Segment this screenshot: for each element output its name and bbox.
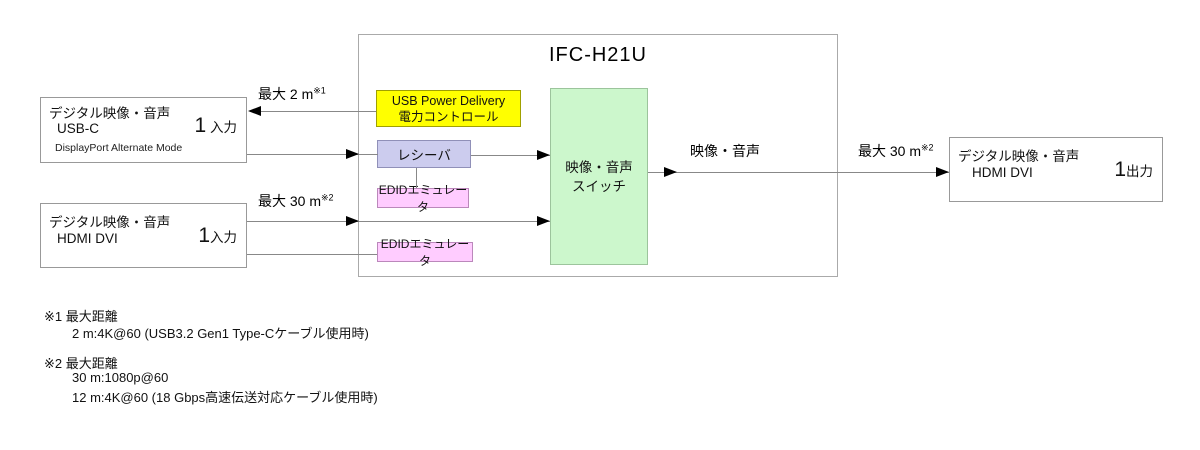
line-receiver-to-switch bbox=[471, 155, 550, 156]
av-switch-block: 映像・音声 スイッチ bbox=[550, 88, 648, 265]
label-video-audio: 映像・音声 bbox=[690, 143, 760, 159]
footnote-2-line-2: 12 m:4K@60 (18 Gbps高速伝送対応ケーブル使用時) bbox=[72, 390, 378, 405]
output-type-label: デジタル映像・音声 bbox=[958, 149, 1080, 164]
hdmi-input-count: 1入力 bbox=[198, 224, 237, 247]
arrowhead-hdmi-switch bbox=[537, 216, 550, 226]
edid-emulator-block-2: EDIDエミュレータ bbox=[377, 237, 473, 268]
input-box-usb-c: デジタル映像・音声 USB-C 1 入力 DisplayPort Alterna… bbox=[40, 97, 247, 163]
usb-alt-mode-note: DisplayPort Alternate Mode bbox=[55, 142, 183, 154]
line-hdmi-to-switch bbox=[247, 221, 550, 222]
device-title: IFC-H21U bbox=[548, 44, 647, 66]
line-receiver-to-edid1 bbox=[416, 168, 417, 188]
arrowhead-usb-border bbox=[346, 149, 359, 159]
usb-port-label: USB-C bbox=[57, 121, 100, 136]
label-max-30m-output: 最大 30 m※2 bbox=[858, 142, 934, 159]
footnote-1-heading: ※1 最大距離 bbox=[44, 309, 118, 324]
usb-type-label: デジタル映像・音声 bbox=[49, 106, 171, 121]
footnote-2-line-1: 30 m:1080p@60 bbox=[72, 370, 169, 385]
output-port-label: HDMI DVI bbox=[972, 165, 1033, 180]
hdmi-type-label: デジタル映像・音声 bbox=[49, 215, 171, 230]
label-max-30m-input: 最大 30 m※2 bbox=[258, 192, 334, 209]
usb-power-delivery-block: USB Power Delivery 電力コントロール bbox=[376, 90, 521, 127]
arrowhead-left-usb bbox=[248, 106, 261, 116]
line-switch-to-output bbox=[648, 172, 949, 173]
edid-emulator-block-1: EDIDエミュレータ bbox=[377, 183, 469, 214]
hdmi-port-label: HDMI DVI bbox=[57, 231, 118, 246]
arrowhead-switch-out bbox=[664, 167, 677, 177]
line-usb-to-receiver bbox=[247, 154, 378, 155]
line-pd-to-usb bbox=[250, 111, 376, 112]
output-box-hdmi: デジタル映像・音声 HDMI DVI 1出力 bbox=[949, 137, 1163, 202]
footnote-2-heading: ※2 最大距離 bbox=[44, 356, 118, 371]
arrowhead-receiver-switch bbox=[537, 150, 550, 160]
output-count: 1出力 bbox=[1114, 158, 1153, 181]
arrowhead-output-box bbox=[936, 167, 949, 177]
arrowhead-hdmi-border bbox=[346, 216, 359, 226]
label-max-2m: 最大 2 m※1 bbox=[258, 85, 326, 102]
footnote-1-line-1: 2 m:4K@60 (USB3.2 Gen1 Type-Cケーブル使用時) bbox=[72, 326, 369, 341]
receiver-block: レシーバ bbox=[377, 140, 471, 168]
usb-input-count: 1 入力 bbox=[194, 114, 237, 137]
input-box-hdmi: デジタル映像・音声 HDMI DVI 1入力 bbox=[40, 203, 247, 268]
line-hdmi-to-edid2 bbox=[247, 254, 377, 255]
